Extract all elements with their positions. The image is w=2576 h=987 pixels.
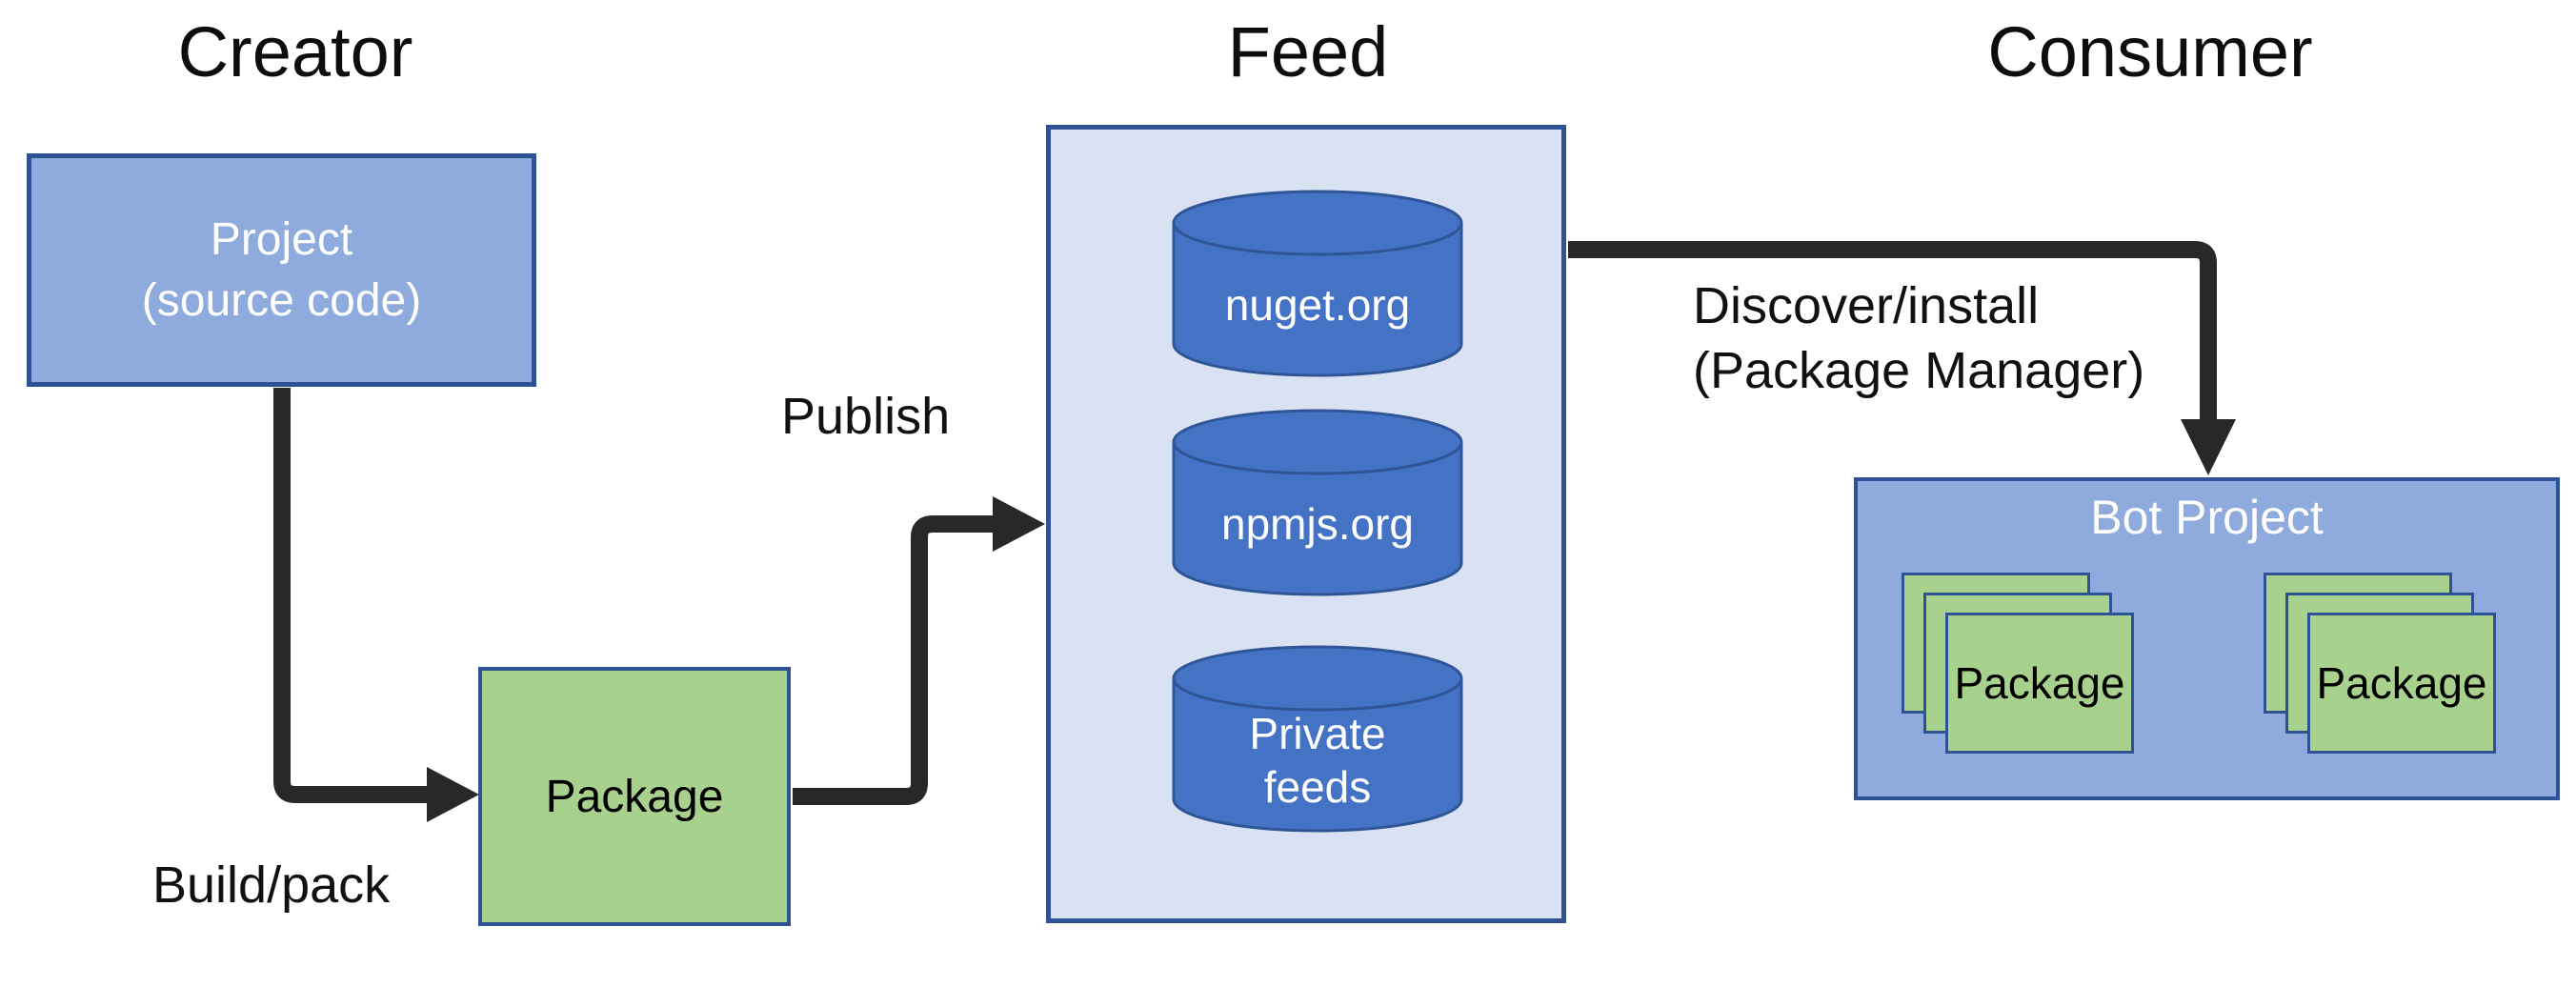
database-cylinder-icon	[1172, 409, 1463, 596]
package-box: Package	[478, 667, 791, 926]
build-pack-label: Build/pack	[152, 856, 391, 914]
project-source-code-box: Project (source code)	[27, 153, 536, 387]
publish-arrow	[793, 496, 1045, 805]
package-card-label: Package	[2316, 658, 2487, 708]
package-card-front: Package	[1945, 613, 2134, 754]
project-box-line2: (source code)	[141, 274, 422, 326]
package-card-label: Package	[1954, 658, 2125, 708]
consumer-section-title: Consumer	[1987, 12, 2313, 91]
discover-install-label: Discover/install (Package Manager)	[1693, 274, 2144, 403]
publish-label: Publish	[781, 388, 951, 445]
cylinder-label: nuget.org	[1224, 279, 1411, 330]
private-feeds-cylinder: Private feeds	[1170, 644, 1465, 835]
project-box-line1: Project	[210, 214, 353, 266]
database-cylinder-icon	[1172, 645, 1463, 833]
npmjs-org-feed-cylinder: npmjs.org	[1170, 408, 1465, 598]
creator-section-title: Creator	[177, 12, 413, 91]
nuget-org-feed-cylinder: nuget.org	[1170, 189, 1465, 379]
cylinder-label-line2: feeds	[1263, 762, 1372, 812]
bot-project-title: Bot Project	[2090, 491, 2324, 544]
discover-install-label-line1: Discover/install	[1693, 277, 2040, 334]
build-pack-arrow	[273, 388, 479, 822]
cylinder-label: npmjs.org	[1221, 498, 1414, 549]
package-card-front: Package	[2307, 613, 2496, 754]
feed-section-title: Feed	[1227, 12, 1389, 91]
discover-install-label-line2: (Package Manager)	[1693, 341, 2145, 399]
database-cylinder-icon	[1172, 190, 1463, 377]
cylinder-label: Private	[1249, 708, 1386, 758]
bot-project-box: Bot Project Package Package	[1854, 477, 2560, 800]
package-box-label: Package	[545, 771, 724, 822]
